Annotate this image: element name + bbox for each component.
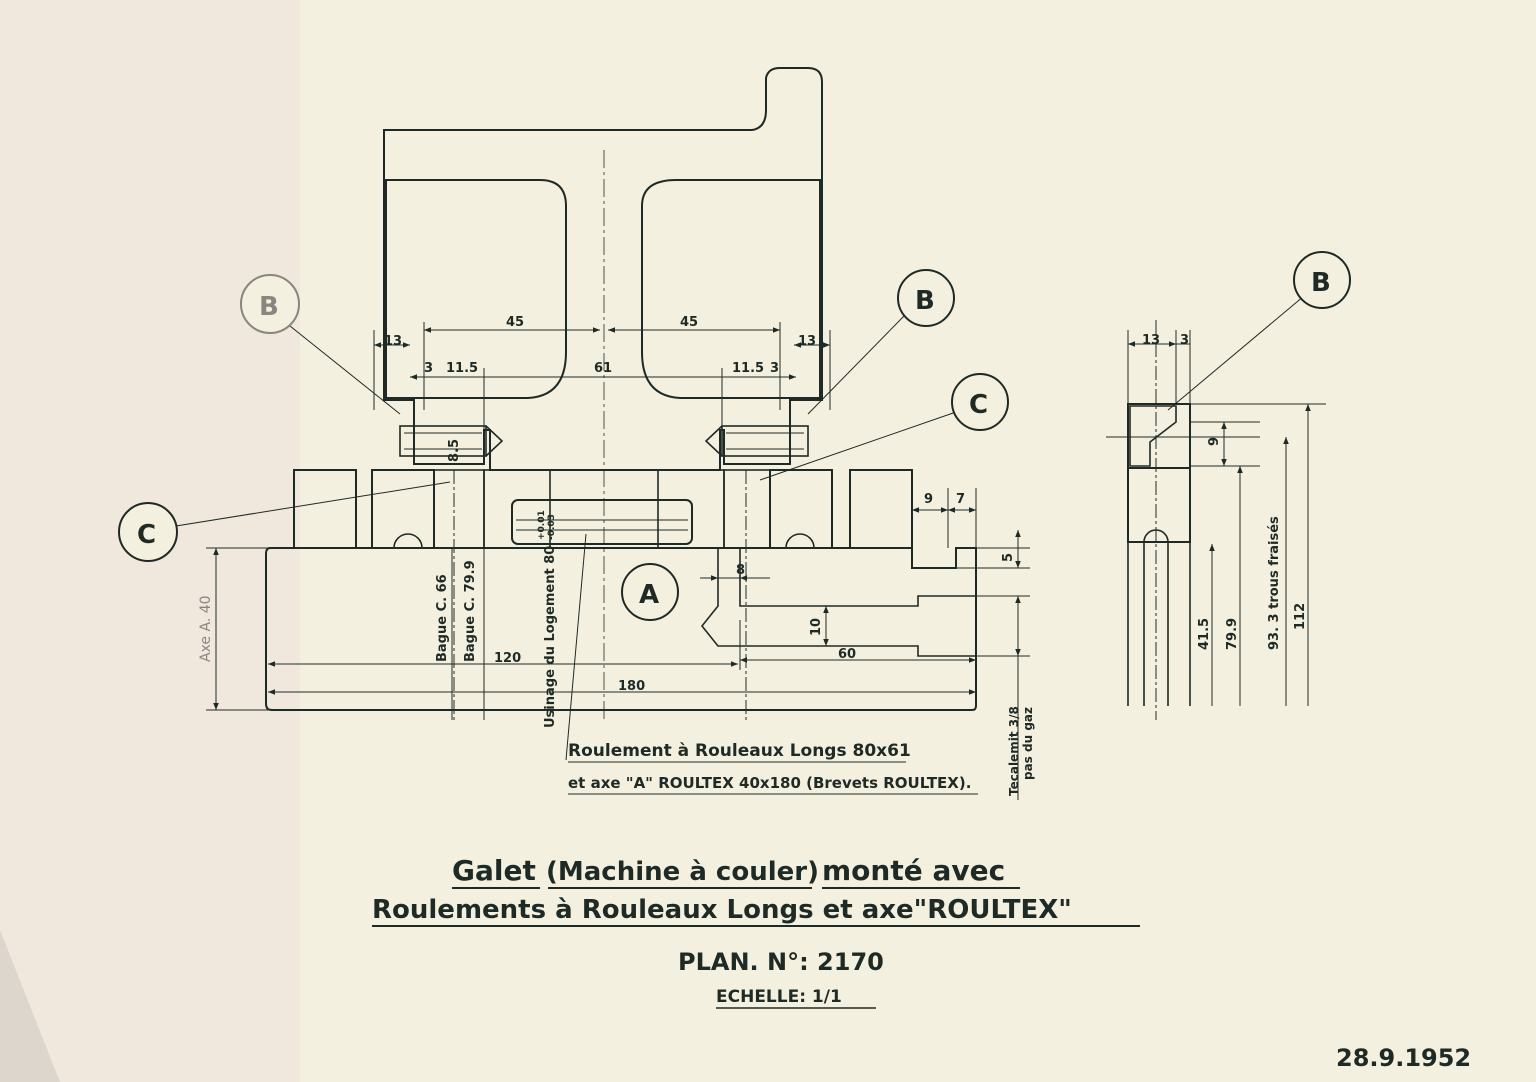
top-dimensions: [373, 322, 831, 430]
callout-c-left: C: [118, 481, 451, 562]
dim-180: 180: [618, 679, 645, 694]
svg-text:B: B: [1311, 268, 1331, 298]
detail-ring-view: [1127, 320, 1191, 720]
detail-dim-41-5: 41.5: [1197, 618, 1212, 650]
callout-b-left: B: [240, 274, 401, 415]
title-machine: (Machine à couler): [546, 857, 819, 887]
note-roulement-2: et axe "A" ROULTEX 40x180 (Brevets ROULT…: [568, 774, 971, 792]
dim-11-5-right: 11.5: [732, 361, 764, 376]
title-galet: Galet: [452, 854, 536, 887]
roller-left-cavity: [385, 179, 567, 399]
folded-corner: [0, 930, 60, 1082]
tolerance-plus: +0.01: [537, 510, 547, 540]
screw-left: [399, 425, 504, 457]
svg-text:C: C: [969, 390, 988, 420]
dim-5: 5: [1001, 553, 1016, 562]
dim-60: 60: [838, 647, 856, 662]
inner-dimensions: [206, 470, 976, 720]
detail-dimensions: [1106, 330, 1326, 706]
detail-dim-9: 9: [1207, 437, 1222, 446]
label-usinage: Usinage du Logement 80: [543, 546, 558, 728]
detail-dim-79-9: 79.9: [1225, 618, 1240, 650]
label-axe-a: Axe A. 40: [198, 595, 214, 662]
dim-8: 8: [736, 563, 745, 578]
svg-text:B: B: [259, 292, 279, 322]
screw-right: [704, 425, 809, 457]
detail-dim-3: 3: [1180, 333, 1189, 348]
axle-a: [265, 547, 977, 711]
dim-9-main: 9: [924, 492, 933, 507]
leader-roulement: [565, 533, 587, 761]
roller-right-cavity: [641, 179, 821, 399]
dim-45-right: 45: [680, 315, 698, 330]
label-tecalemit: Tecalemit 3/8: [1007, 706, 1021, 796]
scale: ECHELLE: 1/1: [716, 987, 842, 1007]
dim-3-left: 3: [424, 361, 433, 376]
callout-a: A: [621, 563, 679, 621]
title-monte-avec: monté avec: [822, 854, 1005, 887]
dim-61: 61: [594, 361, 612, 376]
right-dimensions: [911, 488, 1030, 800]
grease-channel: [700, 548, 977, 657]
detail-trous-fraises: 93. 3 trous fraisés: [1267, 516, 1282, 650]
detail-dim-13: 13: [1142, 333, 1160, 348]
note-roulement-1: Roulement à Rouleaux Longs 80x61: [568, 741, 911, 761]
drawing-date: 28.9.1952: [1336, 1044, 1471, 1072]
dim-3-right: 3: [770, 361, 779, 376]
dim-8-5: 8.5: [447, 439, 462, 462]
dim-13-right: 13: [798, 334, 816, 349]
ball-right: [785, 533, 815, 549]
tolerance-minus: -0.03: [547, 514, 557, 540]
title-block: Galet (Machine à couler) monté avec Roul…: [372, 854, 1140, 1009]
dim-45-left: 45: [506, 315, 524, 330]
svg-text:A: A: [639, 580, 659, 610]
dim-10: 10: [809, 618, 824, 636]
callout-c-right: C: [759, 373, 1009, 481]
dim-13-left: 13: [384, 334, 402, 349]
detail-dim-112: 112: [1293, 603, 1308, 630]
svg-text:C: C: [137, 520, 156, 550]
callout-b-right: B: [807, 269, 955, 415]
svg-text:B: B: [915, 286, 935, 316]
roller-bearing: [511, 499, 693, 545]
label-pas-du-gaz: pas du gaz: [1021, 707, 1035, 780]
plan-number: PLAN. N°: 2170: [678, 948, 884, 976]
label-bague-79: Bague C. 79.9: [463, 560, 478, 662]
callout-b-detail: B: [1167, 251, 1351, 411]
label-bague-66: Bague C. 66: [435, 574, 450, 662]
ball-left: [393, 533, 423, 549]
title-line-2: Roulements à Rouleaux Longs et axe"ROULT…: [372, 895, 1072, 925]
dim-7: 7: [956, 492, 965, 507]
dim-11-5-left: 11.5: [446, 361, 478, 376]
dim-120: 120: [494, 651, 521, 666]
